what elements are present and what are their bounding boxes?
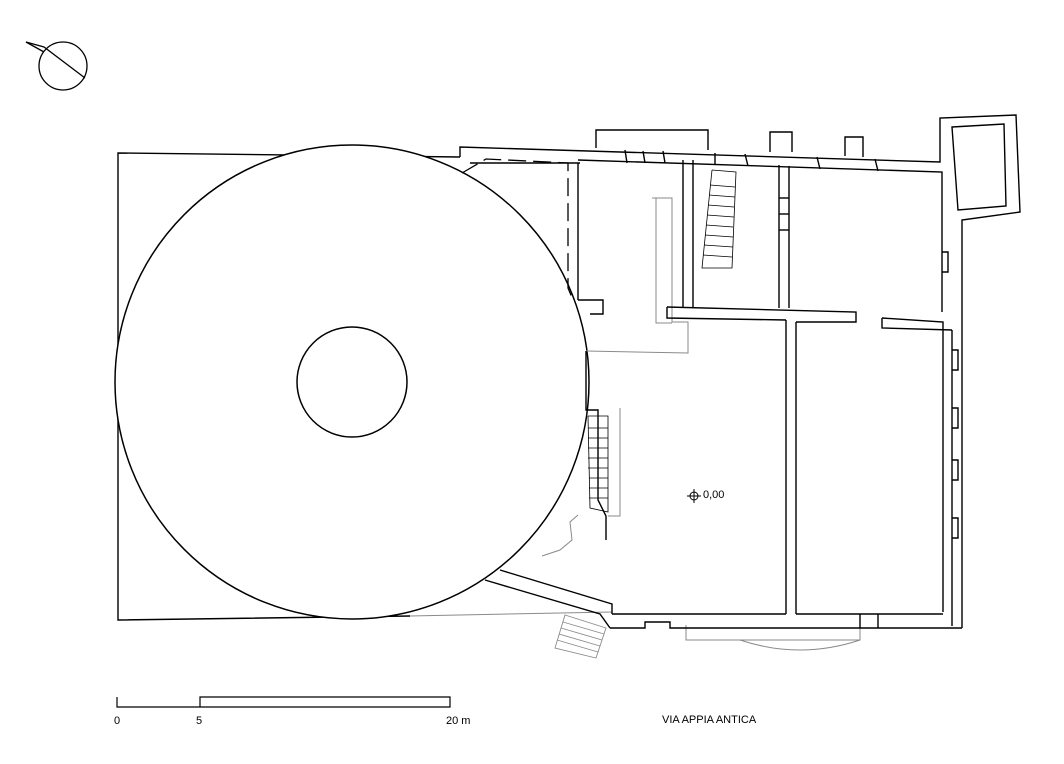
scale-bar	[116, 696, 451, 708]
staircase-north	[701, 169, 737, 269]
circular-drum	[114, 144, 590, 620]
staircase-south	[554, 614, 607, 659]
building-walls	[459, 114, 1021, 629]
scale-tick-20m: 20 m	[446, 715, 471, 727]
scale-tick-5: 5	[196, 715, 203, 727]
inner-core	[296, 326, 408, 438]
street-label: VIA APPIA ANTICA	[662, 714, 757, 726]
staircase-middle	[587, 415, 609, 513]
scale-tick-0: 0	[114, 715, 121, 727]
earlier-phase-lines	[409, 197, 861, 651]
north-arrow-icon	[25, 41, 88, 91]
crosshair-icon	[687, 489, 701, 503]
datum-label: 0,00	[703, 489, 725, 501]
